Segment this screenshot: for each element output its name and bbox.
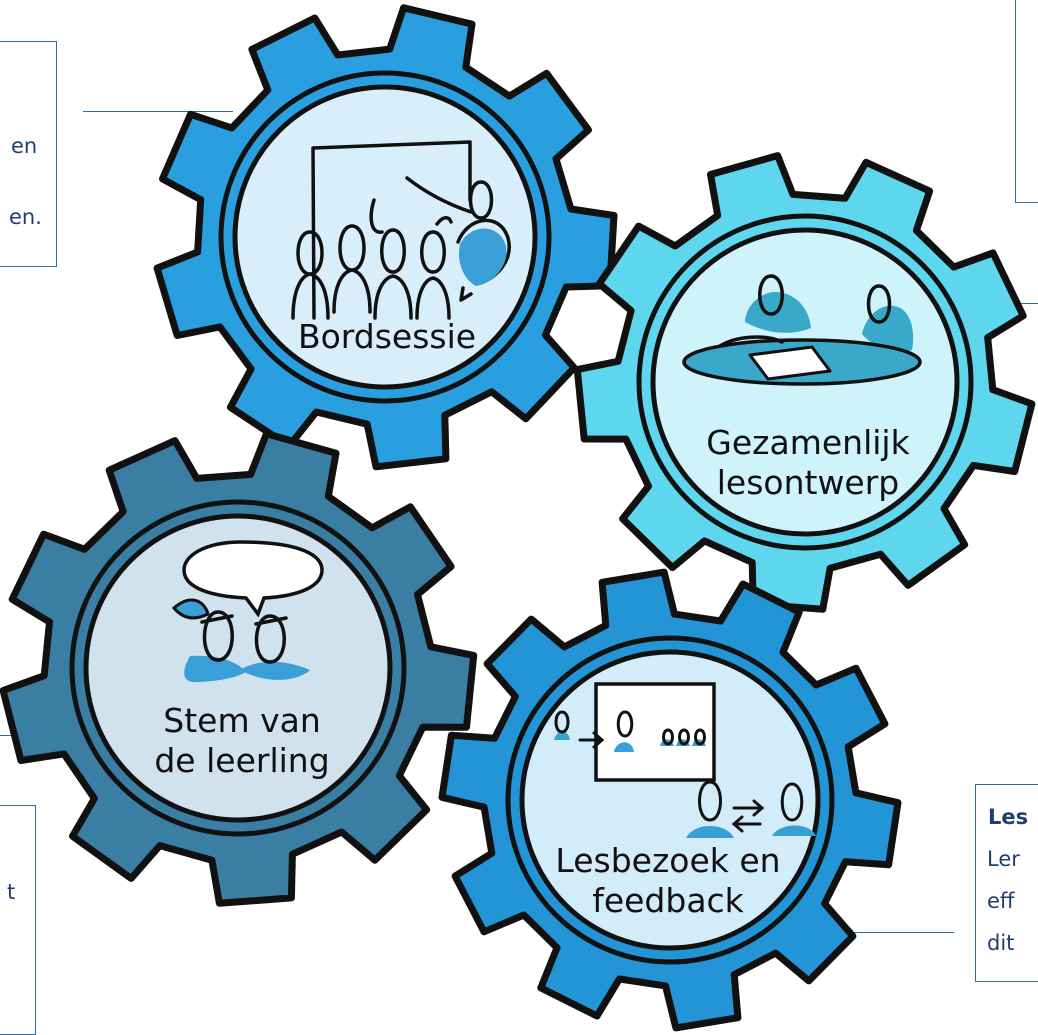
info-box-top-left-line-2: en. xyxy=(9,205,42,229)
speech-bubble-students-icon xyxy=(171,540,324,682)
info-box-right-bottom-line-3: dit xyxy=(987,931,1015,955)
info-box-right-bottom-title: Les xyxy=(988,805,1029,829)
gear-label-lesbezoek-line-2: feedback xyxy=(592,881,744,920)
gear-label-stem-line-1: Stem van xyxy=(163,701,321,740)
info-box-right-bottom-line-1: Ler xyxy=(987,847,1020,871)
shared-table-icon xyxy=(682,274,922,386)
connector-line-top-right xyxy=(1020,303,1038,304)
gear-label-lesbezoek-line-1: Lesbezoek en xyxy=(555,841,780,880)
info-box-top-right xyxy=(1015,0,1038,203)
info-box-right-bottom: Les Ler eff dit xyxy=(975,784,1038,982)
gear-label-bordsessie: Bordsessie xyxy=(298,317,476,356)
info-box-top-left: en en. xyxy=(0,41,57,267)
gear-label-stem-line-2: de leerling xyxy=(154,741,329,780)
connector-line-right-bottom xyxy=(822,932,954,933)
gear-bordsessie xyxy=(153,4,618,471)
feedback-exchange-icon xyxy=(554,682,816,838)
gear-label-gezamenlijk-line-1: Gezamenlijk xyxy=(706,423,910,462)
gear-lesbezoek xyxy=(438,568,902,1032)
info-box-top-left-line-1: en xyxy=(11,134,38,158)
connector-line-top-left xyxy=(83,111,233,112)
teacher-figure-fill xyxy=(458,228,507,286)
info-box-left-bottom-line-1: t xyxy=(7,880,16,904)
info-box-right-bottom-line-2: eff xyxy=(987,889,1015,913)
info-box-left-bottom: t xyxy=(0,805,36,1035)
gear-label-gezamenlijk-line-2: lesontwerp xyxy=(717,463,900,502)
